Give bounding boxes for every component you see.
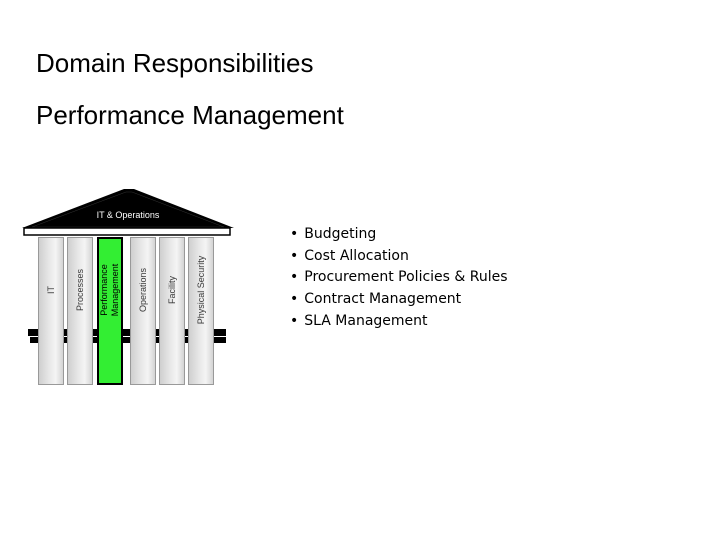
pillar-performance-management: Performance Management [97,237,123,385]
pillar-label-performance-management: Performance Management [99,263,120,317]
temple-roof-inner [31,191,225,228]
list-item: Cost Allocation [290,246,508,268]
pillar-operations: Operations [130,237,156,385]
pillar-facility: Facility [159,237,185,385]
temple-diagram: IT & Operations IT Processes Performance… [22,186,234,385]
temple-shape [22,189,234,343]
slide-title: Domain Responsibilities [36,48,314,78]
list-item: Procurement Policies & Rules [290,267,507,289]
pillar-it: IT [38,237,64,385]
pillar-label-facility: Facility [166,276,177,305]
pillar-label-it: IT [45,286,56,294]
temple-beam [23,227,231,236]
list-item: SLA Management [290,311,508,333]
list-item: Budgeting [290,224,508,246]
roof-label: IT & Operations [96,210,160,220]
pillar-label-operations: Operations [137,267,148,313]
pillar-label-physical-security: Physical Security [195,255,206,325]
pillar-label-processes: Processes [74,268,85,312]
temple-base-lower [30,337,226,343]
pillar-processes: Processes [67,237,93,385]
list-item: Contract Management [290,289,508,311]
temple-base-upper [28,329,226,336]
pillar-physical-security: Physical Security [188,237,214,385]
slide-subtitle: Performance Management [36,100,344,130]
responsibility-list: Budgeting Cost Allocation Procurement Po… [290,224,508,333]
